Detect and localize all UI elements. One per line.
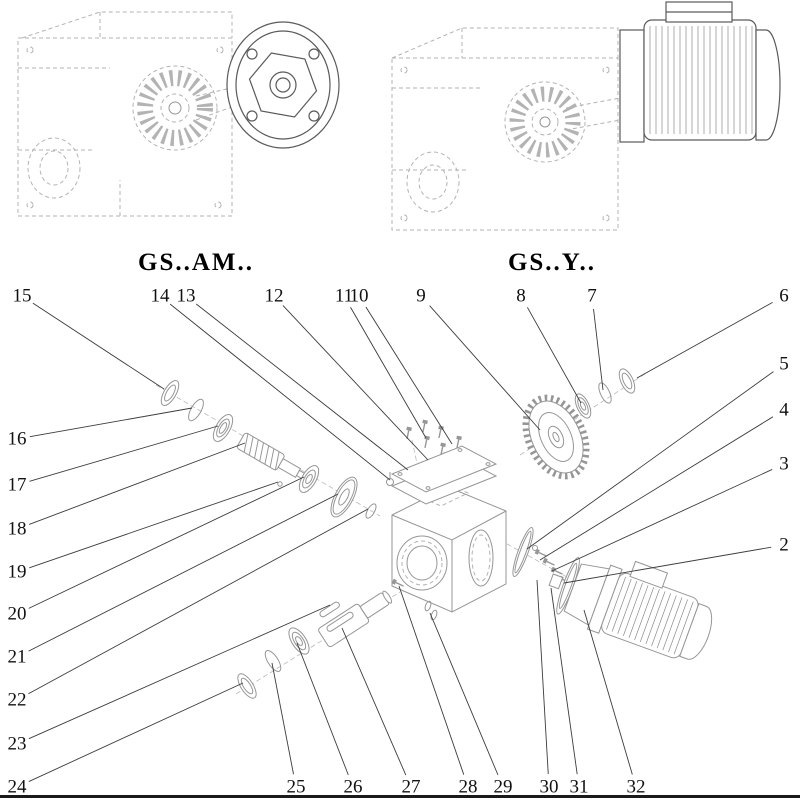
page-bottom-border — [0, 795, 800, 798]
callout-leader-15 — [32, 302, 165, 390]
callout-leader-2 — [563, 546, 772, 584]
callout-number-3: 3 — [779, 454, 789, 475]
callout-number-24: 24 — [8, 777, 28, 798]
callout-leader-7 — [593, 308, 604, 391]
part-washers — [424, 600, 438, 621]
callout-number-11: 11 — [335, 286, 353, 307]
part-breather-plug — [386, 472, 394, 486]
callout-leader-21 — [28, 493, 339, 652]
part-output-shaft — [318, 590, 393, 648]
callout-number-10: 10 — [350, 286, 369, 307]
part-output-bearing — [288, 627, 310, 655]
callout-number-26: 26 — [344, 777, 363, 798]
callout-leader-24 — [28, 682, 244, 782]
callout-leader-17 — [29, 425, 219, 482]
callout-number-29: 29 — [494, 777, 513, 798]
callout-number-4: 4 — [779, 400, 789, 421]
callout-leader-30 — [536, 579, 549, 775]
callout-leader-20 — [28, 476, 305, 609]
callout-number-9: 9 — [416, 286, 426, 307]
part-output-seal — [237, 673, 257, 699]
callout-leader-12 — [282, 305, 429, 461]
callout-number-14: 14 — [151, 286, 171, 307]
callout-leader-11 — [350, 307, 427, 439]
callout-number-22: 22 — [8, 690, 27, 711]
callout-number-20: 20 — [8, 604, 27, 625]
callout-number-21: 21 — [8, 647, 27, 668]
part-housing — [391, 483, 507, 613]
callout-number-30: 30 — [540, 777, 559, 798]
model-label-y: GS..Y.. — [508, 249, 596, 276]
callout-number-6: 6 — [779, 286, 789, 307]
callout-leader-28 — [398, 585, 465, 775]
callout-leader-14 — [169, 303, 391, 481]
part-pin — [277, 481, 283, 487]
callout-number-32: 32 — [627, 777, 646, 798]
callout-leader-32 — [583, 609, 633, 775]
callout-number-8: 8 — [516, 286, 526, 307]
callout-number-2: 2 — [779, 535, 789, 556]
motor-fan-cover — [755, 29, 781, 141]
callout-leader-4 — [539, 416, 774, 561]
callout-leader-13 — [195, 303, 409, 471]
part-motor-assembly — [548, 557, 713, 660]
callout-leader-22 — [28, 508, 369, 695]
callout-number-31: 31 — [570, 777, 589, 798]
callout-number-16: 16 — [8, 429, 27, 450]
callout-number-19: 19 — [8, 562, 27, 583]
y-motor — [619, 1, 781, 143]
callout-number-18: 18 — [8, 519, 27, 540]
callout-leader-26 — [296, 642, 349, 776]
part-cover-plate — [390, 445, 498, 493]
gearbox-am-drawing — [17, 11, 340, 217]
part-gear-seal — [618, 368, 636, 394]
callout-leader-27 — [341, 627, 407, 776]
callout-number-5: 5 — [779, 354, 789, 375]
callout-number-27: 27 — [402, 777, 421, 798]
callout-leader-29 — [429, 612, 499, 776]
gearbox-y-drawing — [391, 1, 781, 231]
callout-leader-8 — [526, 307, 582, 404]
part-gear-circlip — [598, 382, 612, 404]
callout-number-13: 13 — [177, 286, 196, 307]
part-worm-shaft — [236, 432, 308, 481]
callout-number-12: 12 — [265, 286, 284, 307]
callout-leader-19 — [29, 481, 279, 569]
callout-leader-9 — [429, 305, 541, 431]
part-input-bearing-2 — [298, 465, 320, 493]
callout-leader-6 — [636, 301, 773, 379]
am-input-spline — [132, 65, 218, 151]
part-helical-gear — [522, 394, 590, 480]
callout-number-28: 28 — [459, 777, 478, 798]
part-input-circlip — [188, 398, 204, 422]
part-input-seal — [160, 380, 180, 406]
callout-leader-10 — [365, 306, 453, 445]
callout-leader-31 — [550, 587, 578, 775]
part-input-bearing — [212, 414, 234, 442]
callout-number-15: 15 — [13, 286, 32, 307]
y-input-spline — [504, 81, 586, 163]
model-label-am: GS..AM.. — [138, 249, 254, 276]
part-plug-small — [532, 545, 538, 551]
exploded-view — [155, 368, 713, 699]
part-key — [319, 601, 340, 618]
callout-leader-23 — [28, 604, 331, 740]
part-adapter-oring — [512, 527, 534, 577]
callout-leader-3 — [551, 469, 773, 572]
callout-number-23: 23 — [8, 734, 27, 755]
callout-leader-18 — [29, 442, 246, 525]
callout-leader-5 — [526, 371, 774, 550]
callout-leader-25 — [271, 662, 294, 775]
callout-number-17: 17 — [8, 475, 27, 496]
part-output-circlip — [264, 650, 282, 672]
callout-number-7: 7 — [587, 286, 597, 307]
callout-leader-16 — [29, 407, 193, 438]
am-output-flange — [226, 21, 340, 149]
motor-terminal-box-exploded — [629, 560, 669, 589]
callout-number-25: 25 — [287, 777, 306, 798]
